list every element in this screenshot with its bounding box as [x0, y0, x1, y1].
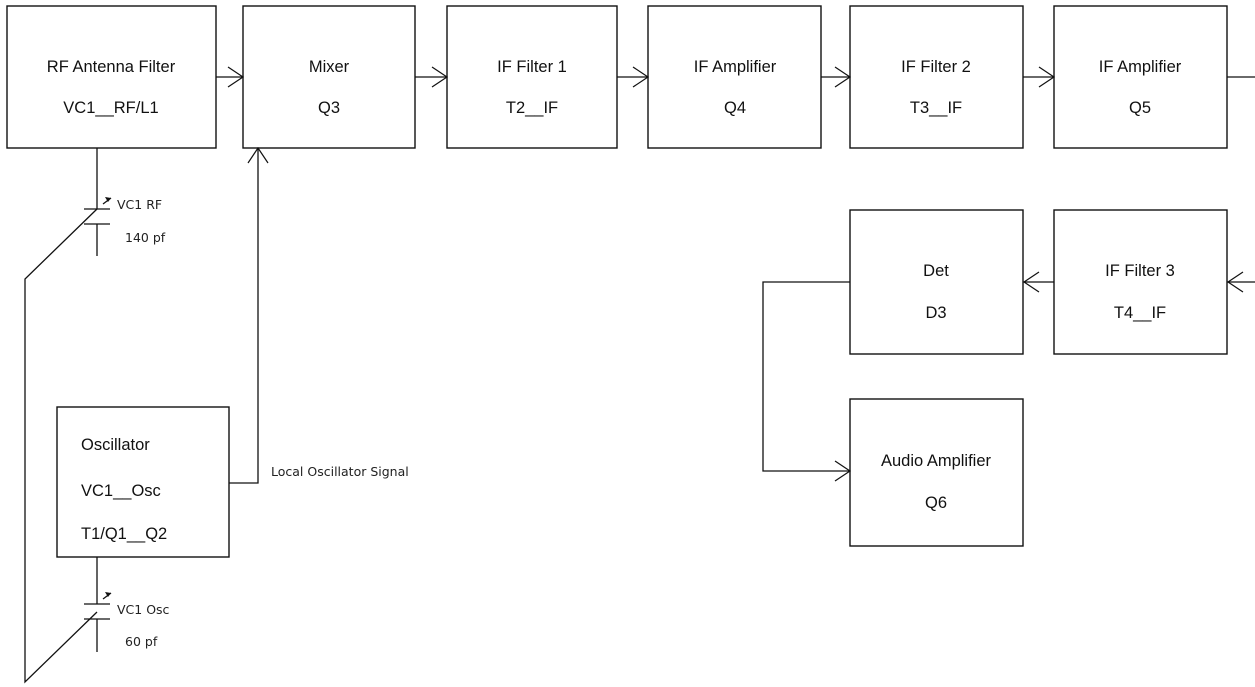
arrow-if-amplifier-to-if-filter-2	[821, 66, 852, 88]
ganged-tuning-link	[24, 208, 98, 684]
arrow-if-filter-3-to-detector	[1022, 271, 1054, 293]
audio-amplifier-part: Q6	[925, 494, 947, 512]
arrow-if-filter-2-to-if-amplifier	[1023, 66, 1056, 88]
if-filter-3-part: T4__IF	[1114, 304, 1166, 322]
arrow-if-filter-1-to-if-amplifier	[617, 66, 650, 88]
if-filter-2-block: IF Filter 2 T3__IF	[849, 5, 1024, 149]
if-filter-3-title: IF Filter 3	[1105, 262, 1175, 280]
if-amplifier-1-block: IF Amplifier Q4	[647, 5, 822, 149]
if-amplifier-2-part: Q5	[1129, 99, 1151, 117]
rf-antenna-filter-title: RF Antenna Filter	[47, 58, 176, 76]
mixer-title: Mixer	[309, 58, 350, 76]
detector-part: D3	[925, 304, 946, 322]
if-filter-2-title: IF Filter 2	[901, 58, 971, 76]
if-filter-3-block: IF Filter 3 T4__IF	[1053, 209, 1228, 355]
oscillator-line3: T1/Q1__Q2	[81, 525, 167, 543]
if-filter-1-block: IF Filter 1 T2__IF	[446, 5, 618, 149]
if-filter-1-title: IF Filter 1	[497, 58, 567, 76]
arrow-mixer-to-if-filter-1	[415, 66, 449, 88]
if-amplifier-2-block: IF Amplifier Q5	[1053, 5, 1228, 149]
mixer-part: Q3	[318, 99, 340, 117]
rf-antenna-filter-part: VC1__RF/L1	[63, 99, 158, 117]
oscillator-line2: VC1__Osc	[81, 482, 161, 500]
if-filter-2-part: T3__IF	[910, 99, 962, 117]
oscillator-block: Oscillator VC1__Osc T1/Q1__Q2	[56, 406, 230, 558]
local-oscillator-signal-line	[229, 146, 269, 484]
if-amplifier-1-part: Q4	[724, 99, 746, 117]
vc1-osc-value: 60 pf	[125, 634, 158, 649]
vc1-osc-name: VC1 Osc	[117, 602, 170, 617]
if-filter-1-part: T2__IF	[506, 99, 558, 117]
if-filter-3-input-arrow	[1226, 271, 1255, 293]
vc1-rf-capacitor	[84, 148, 112, 256]
mixer-block: Mixer Q3	[242, 5, 416, 149]
if-amplifier-1-title: IF Amplifier	[694, 58, 777, 76]
detector-block: Det D3	[849, 209, 1024, 355]
if-amplifier-2-title: IF Amplifier	[1099, 58, 1182, 76]
detector-title: Det	[923, 262, 949, 280]
vc1-rf-name: VC1 RF	[117, 197, 162, 212]
oscillator-title: Oscillator	[81, 436, 150, 454]
vc1-osc-capacitor	[84, 557, 112, 652]
arrow-detector-to-audio-amplifier	[762, 281, 852, 482]
vc1-rf-value: 140 pf	[125, 230, 166, 245]
audio-amplifier-title: Audio Amplifier	[881, 452, 992, 470]
arrow-rf-to-mixer	[216, 66, 245, 88]
local-oscillator-signal-label: Local Oscillator Signal	[271, 464, 409, 479]
rf-antenna-filter-block: RF Antenna Filter VC1__RF/L1	[6, 5, 217, 149]
audio-amplifier-block: Audio Amplifier Q6	[849, 398, 1024, 547]
